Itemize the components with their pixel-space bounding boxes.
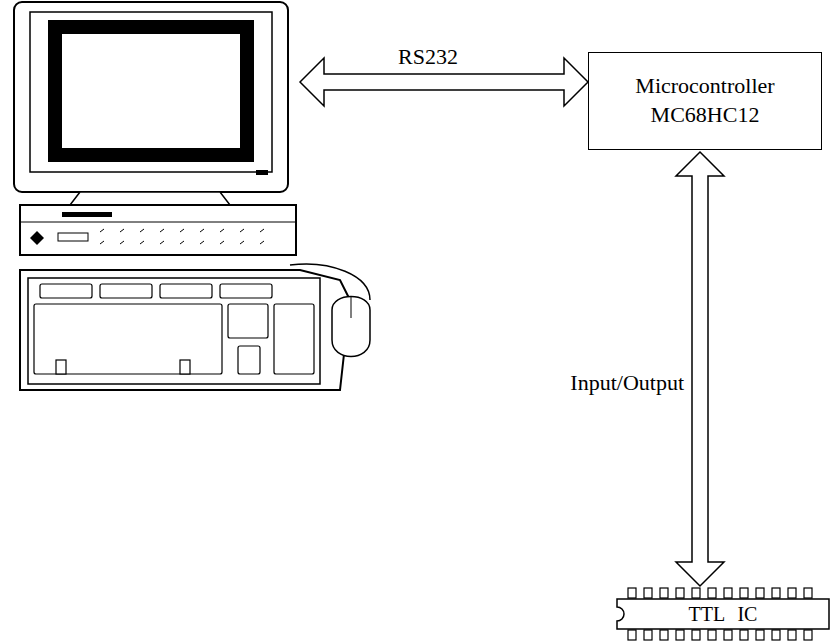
node-text: Microcontroller MC68HC12 <box>605 72 805 129</box>
monitor-stand <box>70 192 230 205</box>
monitor-case <box>14 2 288 192</box>
io-arrow <box>676 152 724 586</box>
edge-label: Input/Output <box>568 370 686 396</box>
screen <box>62 34 240 148</box>
screen-frame <box>48 20 254 162</box>
keyboard-case <box>20 270 350 390</box>
interface-label: RS232 <box>396 44 460 70</box>
mouse-cable <box>290 264 370 300</box>
ic-chip: TTL IC <box>616 598 830 630</box>
monitor-bezel <box>30 12 272 172</box>
system-unit <box>20 205 296 255</box>
mouse <box>332 297 370 357</box>
microcontroller-box: Microcontroller MC68HC12 <box>588 52 822 150</box>
node-text: TTL IC <box>689 604 758 624</box>
power-led <box>256 170 268 175</box>
